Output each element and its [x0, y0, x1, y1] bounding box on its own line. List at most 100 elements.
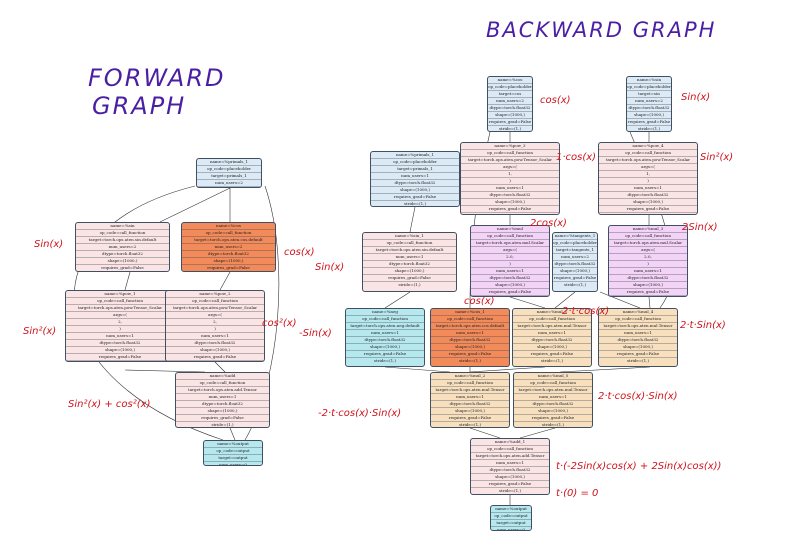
node-field: dtype=torch.float32	[513, 336, 591, 343]
node-field: op_code=placeholder	[627, 83, 671, 89]
node-field: num_users=2	[197, 179, 261, 186]
node-field: shape=(1000,)	[66, 346, 174, 353]
node-field: name=%sin	[110, 223, 135, 228]
anno-backward-sinx: Sin(x)	[315, 262, 345, 273]
node-field: requires_grad=False	[346, 350, 424, 357]
node-field: 2,	[66, 318, 174, 325]
node-field: 1,	[599, 170, 697, 177]
node-field: stride=(1,)	[599, 212, 697, 214]
node-field: stride=(1,)	[431, 421, 509, 427]
node-field: stride=(1,)	[431, 357, 509, 364]
node-field: op_code=call_function	[609, 232, 687, 239]
node-field: args=(	[471, 246, 549, 253]
node-field: requires_grad=False	[66, 353, 174, 360]
node-field: name=%mul_1	[536, 309, 568, 314]
node-field: shape=(1000,)	[371, 186, 459, 193]
node-field: 2.0,	[471, 253, 549, 260]
node-field: stride=(1,)	[461, 212, 559, 214]
node-field: target=torch.ops.aten.pow.Tensor_Scalar	[66, 304, 174, 311]
node-field: name=%neg	[372, 309, 398, 314]
node-field: shape=(1000,)	[609, 281, 687, 288]
node-field: dtype=torch.float32	[514, 400, 592, 407]
node-field: stride=(1,)	[346, 357, 424, 364]
node-field: name=%output	[217, 441, 249, 446]
node-field: op_code=call_function	[471, 445, 549, 452]
node-field: num_users=1	[176, 393, 269, 400]
anno-backward-2tcs: 2·t·cos(x)·Sin(x)	[598, 391, 678, 402]
node-field: num_users=1	[371, 172, 459, 179]
node-field: name=%mul_4	[622, 309, 654, 314]
node-field: stride=(1,)	[488, 125, 532, 131]
node-field: num_users=1	[431, 393, 509, 400]
anno-backward-2tcos: 2·t·cos(x)	[562, 306, 610, 317]
node-field: op_code=call_function	[599, 149, 697, 156]
node-field: op_code=call_function	[76, 229, 169, 236]
node-field: shape=(1000,)	[346, 343, 424, 350]
node-field: name=%sin_1	[395, 233, 424, 238]
node-field: )	[471, 260, 549, 267]
node-field: args=(	[461, 163, 559, 170]
node-field: dtype=torch.float32	[182, 250, 275, 257]
node-field: target=tangents_1	[553, 246, 597, 253]
node-field: op_code=call_function	[363, 239, 456, 246]
node-field: args=(	[609, 246, 687, 253]
node-field: shape=(1000,)	[176, 407, 269, 414]
node-field: target=torch.ops.aten.neg.default	[346, 322, 424, 329]
node-field: stride=(1,)	[599, 357, 677, 364]
node-field: target=sin	[627, 90, 671, 97]
node-field: args=(	[66, 311, 174, 318]
node-field: shape=(1000,)	[182, 257, 275, 264]
node-field: dtype=torch.float32	[431, 336, 509, 343]
node-field: stride=(1,)	[166, 360, 264, 361]
node-field: stride=(1,)	[513, 357, 591, 364]
node-field: num_users=2	[182, 243, 275, 250]
node-field: shape=(1000,)	[431, 407, 509, 414]
anno-backward-cos: cos(x)	[540, 95, 571, 106]
node-field: name=%pow_2	[199, 291, 231, 296]
node-field: dtype=torch.float32	[176, 400, 269, 407]
node-field: shape=(1000,)	[431, 343, 509, 350]
node-field: target=primals_1	[197, 172, 261, 179]
node-field: shape=(1000,)	[363, 267, 456, 274]
edge	[554, 291, 576, 309]
node-field: name=%pow_3	[494, 143, 526, 148]
node-field: op_code=placeholder	[197, 165, 261, 172]
node-field: dtype=torch.float32	[461, 191, 559, 198]
node-field: op_code=placeholder	[371, 158, 459, 165]
anno-backward-result: t·(-2Sin(x)cos(x) + 2Sin(x)cos(x))	[556, 461, 722, 472]
node-field: name=%primals_1	[395, 152, 435, 157]
node-field: target=torch.ops.aten.mul.Scalar	[609, 239, 687, 246]
node-field: )	[166, 325, 264, 332]
node-field: dtype=torch.float32	[166, 339, 264, 346]
anno-backward-2cos: 2cos(x)	[530, 218, 567, 229]
node-field: shape=(1000,)	[471, 473, 549, 480]
node-field: name=%cos	[216, 223, 241, 228]
edge	[519, 427, 556, 439]
node-field: )	[66, 325, 174, 332]
node-field: op_code=call_function	[514, 379, 592, 386]
forward-title: FORWARD GRAPH	[88, 64, 225, 120]
node-field: shape=(1000,)	[599, 343, 677, 350]
node-field: name=%sin	[636, 77, 662, 82]
node-field: op_code=placeholder	[553, 239, 597, 245]
node-field: op_code=call_function	[182, 229, 275, 236]
node-field: num_users=1	[431, 329, 509, 336]
node-field: op_code=call_function	[431, 379, 509, 386]
node-field: num_users=2	[76, 243, 169, 250]
node-field: args=(	[166, 311, 264, 318]
node-field: num_users=1	[514, 393, 592, 400]
node-field: requires_grad=False	[471, 480, 549, 487]
node-field: target=output	[204, 454, 262, 461]
node-field: shape=(1000,)	[461, 198, 559, 205]
node-field: dtype=torch.float32	[363, 260, 456, 267]
node-field: stride=(1,)	[471, 487, 549, 494]
